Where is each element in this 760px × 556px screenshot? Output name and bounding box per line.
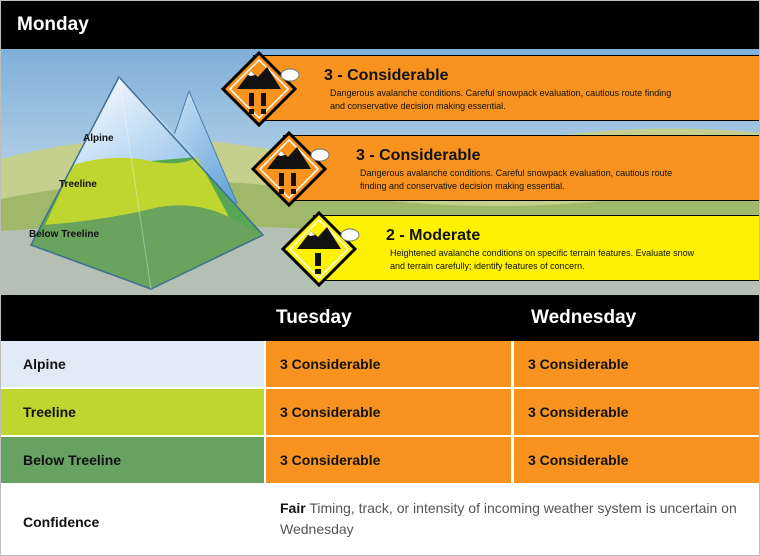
day-column-wednesday: Wednesday xyxy=(531,307,637,328)
cell-alpine-tuesday: 3 Considerable xyxy=(266,341,511,387)
row-label-below-treeline: Below Treeline xyxy=(1,437,264,483)
cell-below-treeline-tuesday: 3 Considerable xyxy=(266,437,511,483)
alpine-rating-title: 3 - Considerable xyxy=(324,67,449,84)
alpine-label: Alpine xyxy=(83,133,114,144)
outlook-header: Tuesday Wednesday xyxy=(1,295,759,341)
cell-alpine-wednesday: 3 Considerable xyxy=(514,341,759,387)
considerable-danger-icon xyxy=(251,131,330,208)
below-treeline-rating-description: Heightened avalanche conditions on speci… xyxy=(390,248,695,271)
below-treeline-rating-banner: 2 - Moderate Heightened avalanche condit… xyxy=(313,215,759,281)
treeline-label: Treeline xyxy=(59,179,97,190)
day-column-tuesday: Tuesday xyxy=(276,307,352,328)
elevation-danger-illustration: Alpine Treeline Below Treeline 3 - Consi… xyxy=(1,49,759,295)
table-row-treeline: Treeline 3 Considerable 3 Considerable xyxy=(1,389,759,437)
alpine-rating-description: Dangerous avalanche conditions. Careful … xyxy=(330,88,672,111)
confidence-text: Fair Timing, track, or intensity of inco… xyxy=(280,498,750,540)
confidence-row: Confidence Fair Timing, track, or intens… xyxy=(1,487,759,555)
cell-treeline-wednesday: 3 Considerable xyxy=(514,389,759,435)
below-treeline-rating-title: 2 - Moderate xyxy=(386,227,481,244)
treeline-rating-banner: 3 - Considerable Dangerous avalanche con… xyxy=(283,135,759,201)
confidence-description: Timing, track, or intensity of incoming … xyxy=(280,500,737,537)
row-label-treeline: Treeline xyxy=(1,389,264,435)
day-header: Monday xyxy=(1,1,759,49)
day-title: Monday xyxy=(17,14,89,35)
below-treeline-label: Below Treeline xyxy=(29,229,100,240)
moderate-danger-icon xyxy=(281,211,360,288)
table-row-alpine: Alpine 3 Considerable 3 Considerable xyxy=(1,341,759,389)
row-label-alpine: Alpine xyxy=(1,341,264,387)
cell-treeline-tuesday: 3 Considerable xyxy=(266,389,511,435)
alpine-rating-banner: 3 - Considerable Dangerous avalanche con… xyxy=(253,55,759,121)
table-row-below-treeline: Below Treeline 3 Considerable 3 Consider… xyxy=(1,437,759,485)
cell-below-treeline-wednesday: 3 Considerable xyxy=(514,437,759,483)
treeline-rating-description: Dangerous avalanche conditions. Careful … xyxy=(360,168,673,191)
considerable-danger-icon xyxy=(221,51,300,128)
treeline-rating-title: 3 - Considerable xyxy=(356,147,481,164)
confidence-level: Fair xyxy=(280,500,306,516)
